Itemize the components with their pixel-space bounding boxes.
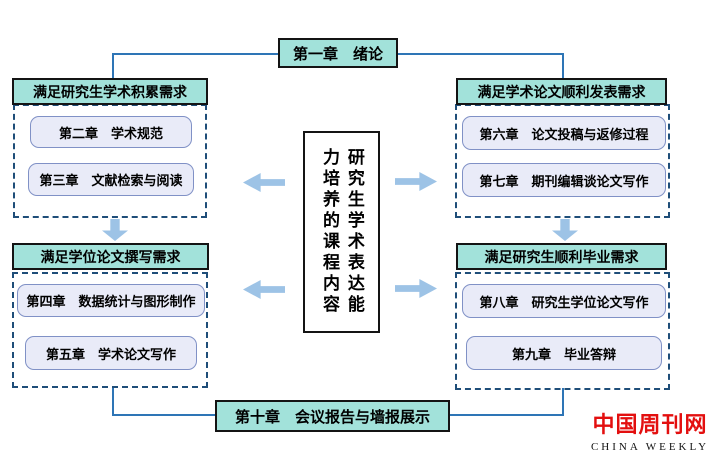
arrow-right-lower-icon <box>395 279 437 298</box>
group-header-top-right: 满足学术论文顺利发表需求 <box>456 78 667 105</box>
connector-bottom-left-vertical <box>112 388 114 416</box>
group-header-top-left-label: 满足研究生学术积累需求 <box>33 83 187 100</box>
node-chapter-4: 第四章 数据统计与图形制作 <box>17 284 205 317</box>
center-title-column-left: 力培养的课程内容 <box>320 148 339 316</box>
watermark-logo: 中国周刊网 CHINA WEEKLY <box>584 407 716 453</box>
node-chapter-4-label: 第四章 数据统计与图形制作 <box>26 294 196 309</box>
connector-top-left-vertical <box>112 53 114 79</box>
node-chapter-2-label: 第二章 学术规范 <box>58 125 163 141</box>
watermark-english-text: CHINA WEEKLY <box>590 441 710 453</box>
node-chapter-9-label: 第九章 毕业答辩 <box>511 346 616 362</box>
arrow-left-upper-icon <box>243 173 285 192</box>
connector-top-right-horizontal <box>397 53 564 55</box>
connector-bottom-left-horizontal <box>112 414 216 416</box>
connector-top-left-horizontal <box>112 53 279 55</box>
center-title-box: 力培养的课程内容 研究生学术表达能 <box>303 131 380 333</box>
group-header-bottom-left: 满足学位论文撰写需求 <box>12 243 209 270</box>
node-chapter-1: 第一章 绪论 <box>278 38 398 68</box>
node-chapter-7: 第七章 期刊编辑谈论文写作 <box>462 163 666 197</box>
arrow-right-upper-icon <box>395 172 437 191</box>
group-box-bottom-left <box>12 272 208 388</box>
group-box-bottom-right <box>455 272 670 390</box>
node-chapter-3-label: 第三章 文献检索与阅读 <box>39 173 183 188</box>
node-chapter-1-label: 第一章 绪论 <box>292 45 383 63</box>
node-chapter-8-label: 第八章 研究生学位论文写作 <box>479 294 649 310</box>
center-title-column-right: 研究生学术表达能 <box>344 148 364 316</box>
group-box-top-right <box>455 104 670 218</box>
group-header-bottom-right: 满足研究生顺利毕业需求 <box>456 243 667 270</box>
group-header-bottom-right-label: 满足研究生顺利毕业需求 <box>484 248 639 265</box>
node-chapter-7-label: 第七章 期刊编辑谈论文写作 <box>479 173 649 189</box>
arrow-down-left-icon <box>102 219 128 241</box>
group-header-top-left: 满足研究生学术积累需求 <box>12 78 208 105</box>
node-chapter-2: 第二章 学术规范 <box>30 116 192 148</box>
group-header-top-right-label: 满足学术论文顺利发表需求 <box>477 83 646 100</box>
node-chapter-10: 第十章 会议报告与墙报展示 <box>215 400 450 432</box>
connector-bottom-right-horizontal <box>449 414 564 416</box>
connector-top-right-vertical <box>562 53 564 79</box>
node-chapter-9: 第九章 毕业答辩 <box>466 336 662 370</box>
arrow-left-lower-icon <box>243 280 285 299</box>
group-box-top-left <box>13 104 207 218</box>
node-chapter-10-label: 第十章 会议报告与墙报展示 <box>234 408 430 426</box>
connector-bottom-right-vertical <box>562 388 564 416</box>
arrow-down-right-icon <box>552 219 578 241</box>
node-chapter-6-label: 第六章 论文投稿与返修过程 <box>479 126 649 142</box>
node-chapter-8: 第八章 研究生学位论文写作 <box>462 284 666 318</box>
node-chapter-3: 第三章 文献检索与阅读 <box>28 163 194 196</box>
node-chapter-5: 第五章 学术论文写作 <box>25 336 197 370</box>
node-chapter-5-label: 第五章 学术论文写作 <box>45 346 176 362</box>
group-header-bottom-left-label: 满足学位论文撰写需求 <box>40 248 181 265</box>
node-chapter-6: 第六章 论文投稿与返修过程 <box>462 116 666 150</box>
watermark-chinese-text: 中国周刊网 <box>592 412 708 437</box>
